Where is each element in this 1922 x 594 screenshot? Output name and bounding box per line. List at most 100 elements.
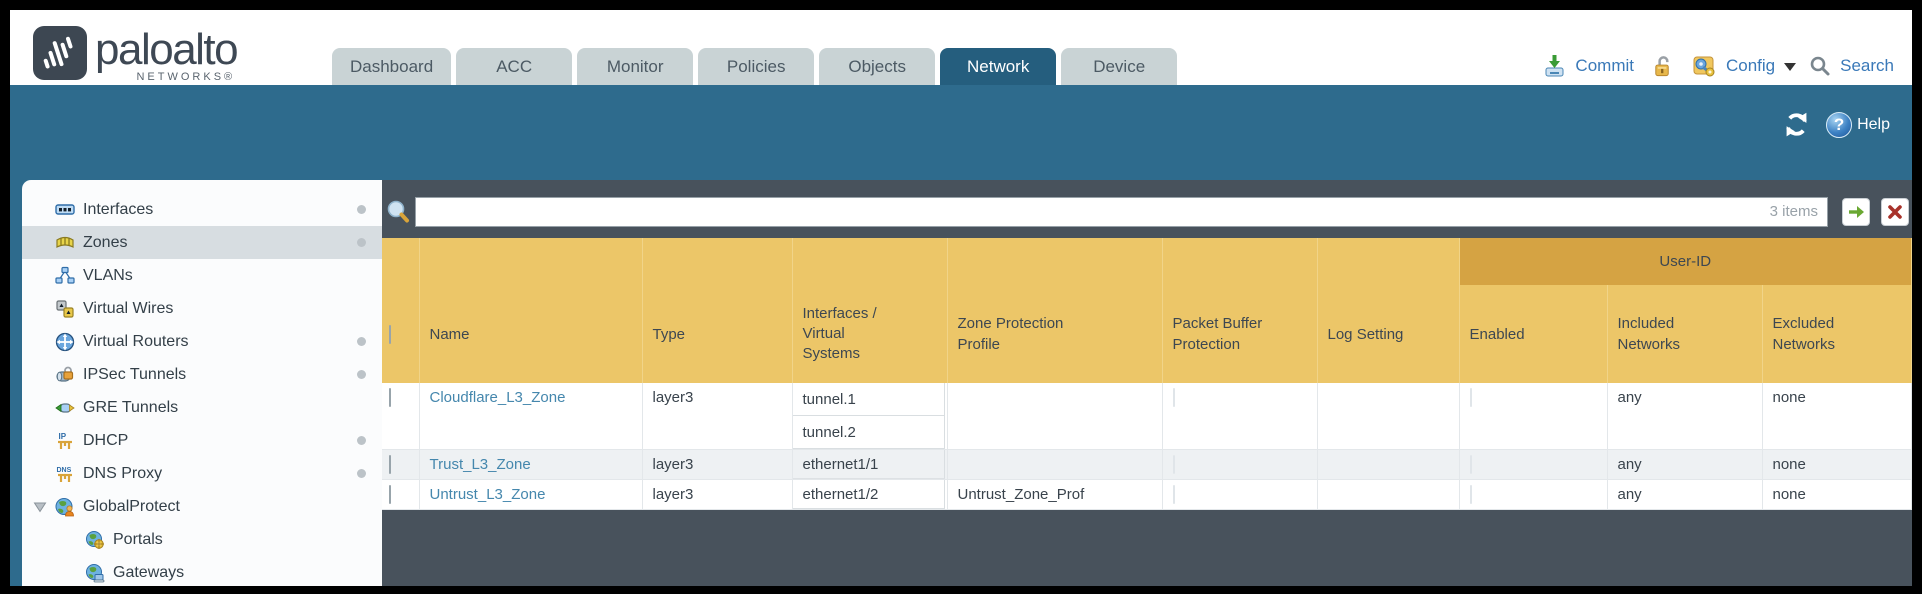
green-arrow-icon xyxy=(1848,206,1864,218)
user-id-enabled-cell xyxy=(1459,479,1608,510)
globalprotect-icon xyxy=(55,497,74,516)
tab-objects[interactable]: Objects xyxy=(819,48,936,85)
column-header-name[interactable]: Name xyxy=(419,285,643,383)
virtual-wires-icon xyxy=(56,299,74,318)
tab-monitor[interactable]: Monitor xyxy=(577,48,694,85)
sidebar-item-gateways[interactable]: Gateways xyxy=(22,556,382,586)
config-button[interactable]: Config xyxy=(1725,56,1776,75)
row-checkbox[interactable] xyxy=(389,388,391,407)
header-actions: Commit Config Search xyxy=(1542,54,1894,78)
packet-buffer-checkbox[interactable] xyxy=(1172,485,1175,504)
zone-protection-profile-cell: Untrust_Zone_Prof xyxy=(947,479,1163,510)
column-header-type[interactable]: Type xyxy=(642,285,793,383)
row-checkbox[interactable] xyxy=(389,485,391,504)
apply-filter-button[interactable] xyxy=(1842,198,1870,226)
status-dot xyxy=(357,238,366,247)
column-header-enabled[interactable]: Enabled xyxy=(1459,285,1608,383)
dhcp-icon: IP xyxy=(58,432,72,449)
sidebar-item-label: DHCP xyxy=(83,431,129,449)
column-header-interfaces[interactable]: Interfaces / Virtual Systems xyxy=(792,285,948,383)
enabled-checkbox[interactable] xyxy=(1469,455,1472,474)
column-header-packet-buffer-protection[interactable]: Packet Buffer Protection xyxy=(1162,285,1318,383)
sidebar-item-virtual-routers[interactable]: Virtual Routers xyxy=(22,325,382,358)
table-row: Untrust_L3_Zone layer3 ethernet1/2 Untru… xyxy=(382,479,1912,510)
excluded-networks-cell: none xyxy=(1762,479,1912,510)
lock-icon[interactable] xyxy=(1651,54,1674,78)
sidebar-item-vlans[interactable]: VLANs xyxy=(22,259,382,292)
tab-policies[interactable]: Policies xyxy=(698,48,815,85)
dns-proxy-icon: DNS xyxy=(57,467,72,482)
status-dot xyxy=(357,436,366,445)
filter-bar: 3 items xyxy=(386,197,1909,227)
tab-device[interactable]: Device xyxy=(1061,48,1178,85)
user-id-group-header: User-ID xyxy=(1459,238,1912,285)
sidebar-item-label: Interfaces xyxy=(83,200,154,218)
zones-icon xyxy=(56,236,74,248)
commit-button[interactable]: Commit xyxy=(1575,56,1634,75)
enabled-checkbox[interactable] xyxy=(1469,485,1472,504)
zone-name-link[interactable]: Cloudflare_L3_Zone xyxy=(429,389,566,406)
tab-network[interactable]: Network xyxy=(940,48,1057,85)
svg-text:IP: IP xyxy=(59,432,67,441)
sidebar-item-label: Gateways xyxy=(113,563,185,581)
search-icon[interactable] xyxy=(1809,55,1831,77)
status-dot xyxy=(357,205,366,214)
packet-buffer-checkbox[interactable] xyxy=(1172,388,1175,407)
excluded-networks-cell: none xyxy=(1762,383,1912,450)
config-icon[interactable] xyxy=(1691,54,1717,78)
zone-name-link[interactable]: Untrust_L3_Zone xyxy=(429,486,546,503)
sidebar-item-label: VLANs xyxy=(83,266,133,284)
column-header-log-setting[interactable]: Log Setting xyxy=(1317,285,1460,383)
help-button[interactable]: ? Help xyxy=(1826,111,1890,138)
sidebar-item-label: Virtual Routers xyxy=(83,332,189,350)
paloalto-logo: paloalto NETWORKS® xyxy=(33,26,239,83)
expand-triangle-icon[interactable] xyxy=(33,501,47,513)
filter-input[interactable] xyxy=(415,197,1828,227)
tab-dashboard[interactable]: Dashboard xyxy=(332,48,452,85)
paloalto-logo-icon xyxy=(33,26,87,80)
zones-table: User-ID Name Type Interfaces / Virtual S… xyxy=(382,238,1912,510)
zone-name-link[interactable]: Trust_L3_Zone xyxy=(429,456,531,473)
column-header-excluded-networks[interactable]: Excluded Networks xyxy=(1762,285,1912,383)
zone-type-cell: layer3 xyxy=(642,449,793,480)
enabled-checkbox[interactable] xyxy=(1469,388,1472,407)
sidebar-item-label: Virtual Wires xyxy=(83,299,174,317)
select-all-checkbox[interactable] xyxy=(389,324,391,344)
sidebar-item-dhcp[interactable]: IP DHCP xyxy=(22,424,382,457)
zone-protection-profile-cell xyxy=(947,383,1163,450)
sidebar-item-label: GlobalProtect xyxy=(83,497,180,515)
refresh-icon[interactable] xyxy=(1783,111,1810,138)
sidebar-item-gre-tunnels[interactable]: GRE Tunnels xyxy=(22,391,382,424)
config-dropdown-caret[interactable] xyxy=(1784,63,1797,71)
sidebar-item-label: Zones xyxy=(83,233,128,251)
tab-acc[interactable]: ACC xyxy=(456,48,573,85)
help-label: Help xyxy=(1857,115,1890,133)
row-checkbox[interactable] xyxy=(389,455,391,474)
interface-item: tunnel.1 xyxy=(792,383,945,416)
content-area: Interfaces Zones xyxy=(10,180,1912,586)
sidebar-item-zones[interactable]: Zones xyxy=(22,226,382,259)
clear-filter-button[interactable] xyxy=(1881,198,1909,226)
sidebar-item-ipsec-tunnels[interactable]: IPSec Tunnels xyxy=(22,358,382,391)
sidebar-item-label: GRE Tunnels xyxy=(83,398,179,416)
vlans-icon xyxy=(55,266,75,284)
packet-buffer-checkbox[interactable] xyxy=(1172,455,1175,474)
column-header-included-networks[interactable]: Included Networks xyxy=(1607,285,1763,383)
gateways-icon xyxy=(86,563,105,582)
column-header-zone-protection-profile[interactable]: Zone Protection Profile xyxy=(947,285,1163,383)
interface-item: tunnel.2 xyxy=(792,416,945,449)
commit-icon[interactable] xyxy=(1542,54,1566,78)
virtual-routers-icon xyxy=(55,332,75,351)
sidebar-item-virtual-wires[interactable]: Virtual Wires xyxy=(22,292,382,325)
sidebar-item-portals[interactable]: Portals xyxy=(22,523,382,556)
sidebar-item-interfaces[interactable]: Interfaces xyxy=(22,193,382,226)
top-header: paloalto NETWORKS® Dashboard ACC Monitor… xyxy=(10,10,1912,85)
table-group-header-row: User-ID xyxy=(382,238,1912,285)
brand-tagline: NETWORKS® xyxy=(136,71,236,83)
sidebar-item-globalprotect[interactable]: GlobalProtect xyxy=(22,490,382,523)
zone-protection-profile-cell xyxy=(947,449,1163,480)
sidebar-item-dns-proxy[interactable]: DNS DNS Proxy xyxy=(22,457,382,490)
search-button[interactable]: Search xyxy=(1840,56,1894,75)
zone-type-cell: layer3 xyxy=(642,383,793,450)
